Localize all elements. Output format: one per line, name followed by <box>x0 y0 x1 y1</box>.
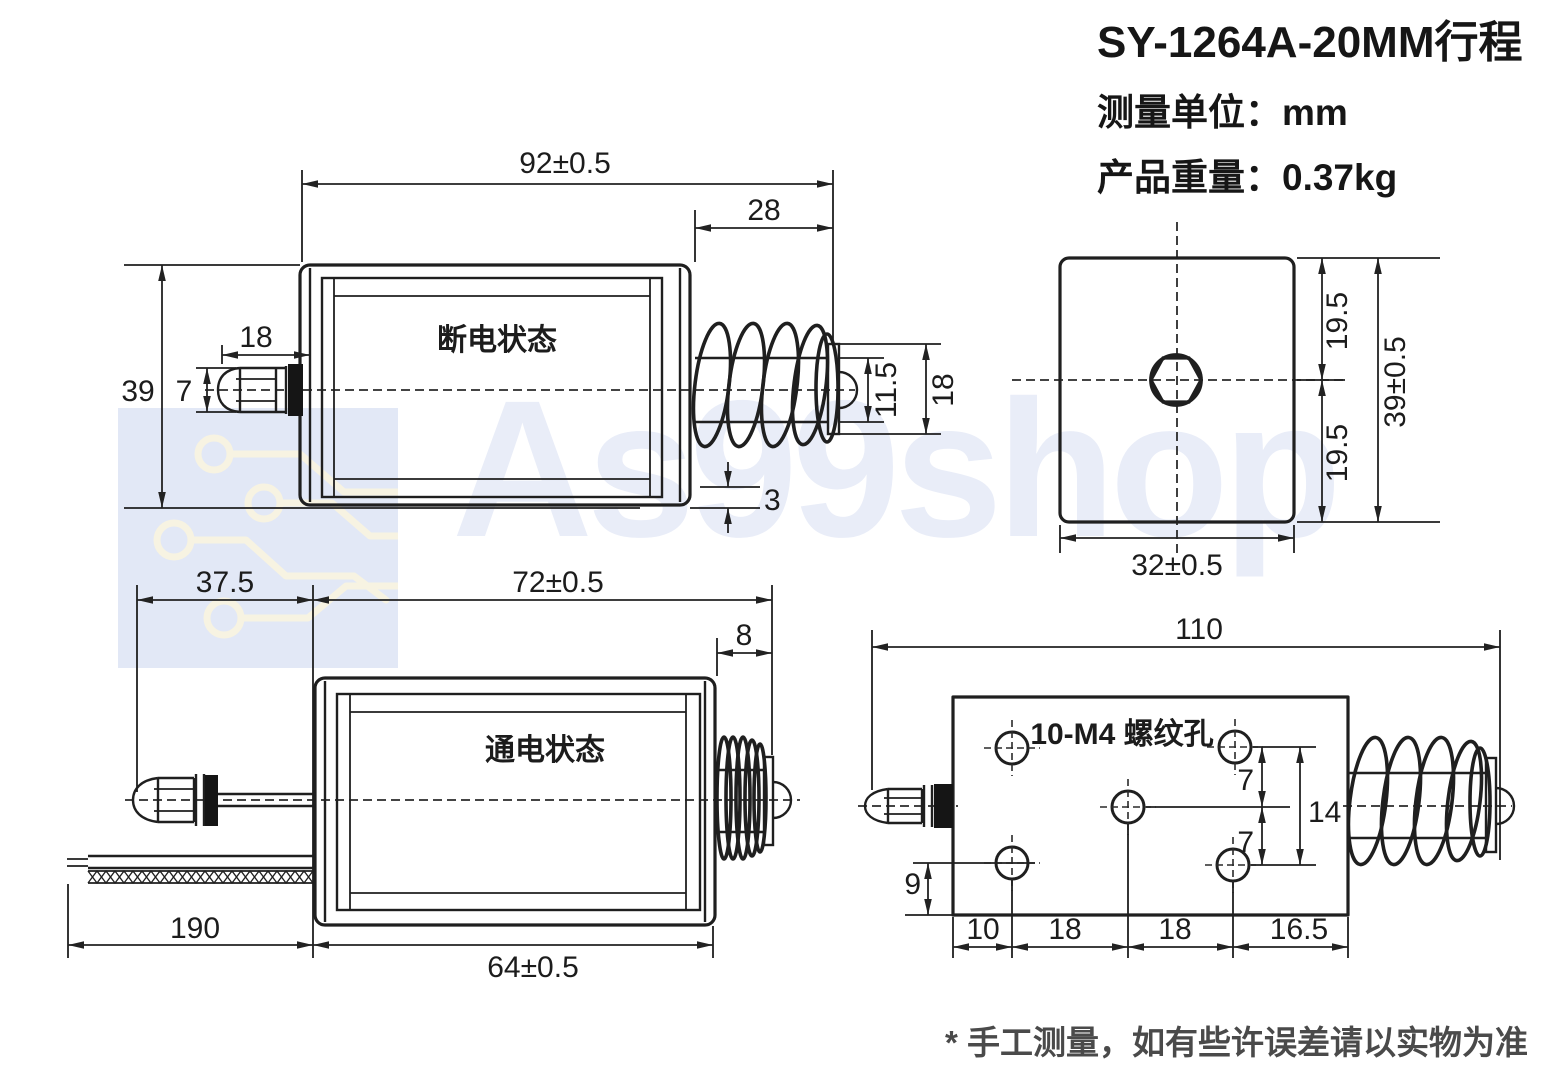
state-label: 通电状态 <box>485 734 605 767</box>
dim-width: 32±0.5 <box>1131 549 1223 582</box>
solenoid-frame <box>313 676 717 927</box>
plunger-dome <box>863 787 889 825</box>
spring-coil <box>1379 735 1423 867</box>
threaded-hole <box>984 720 1040 776</box>
plunger-lines <box>884 797 922 815</box>
coil-bobbin <box>320 276 664 499</box>
view-front: 19.5 19.5 39±0.5 32±0.5 <box>1012 222 1440 582</box>
extension-line <box>196 367 236 413</box>
extension-line <box>952 824 1349 958</box>
extension-line <box>1297 257 1440 523</box>
spring-plate <box>762 755 775 847</box>
spring-coil <box>790 323 830 447</box>
dim-rod-diameter: 11.5 <box>870 362 903 418</box>
measurement-note: * 手工测量，如有些许误差请以实物为准 <box>945 1024 1529 1061</box>
hex-hole-icon <box>1149 356 1203 404</box>
dim-height: 39±0.5 <box>1379 336 1412 428</box>
extension-line <box>905 862 1035 916</box>
spring-coil <box>743 738 761 858</box>
spring-coil <box>734 735 752 861</box>
plunger-ring <box>934 784 953 828</box>
plunger-shaft <box>218 792 316 808</box>
view-on-state: 通电状态 37. <box>67 566 800 984</box>
dim-hole-offset-bottom: 7 <box>1237 826 1254 859</box>
spring-coil <box>1468 746 1492 858</box>
dim-seg3: 18 <box>1158 913 1191 946</box>
dim-total-length: 110 <box>1175 613 1223 646</box>
spring-shaft <box>1348 771 1486 840</box>
view-off-state: 断电状态 92±0.5 28 <box>121 147 960 533</box>
spring-coil <box>724 735 742 861</box>
thread-hole-label: 10-M4 螺纹孔 <box>1030 718 1213 751</box>
plunger-lines <box>154 788 194 812</box>
plunger-ring <box>288 364 303 416</box>
plunger-dome <box>216 366 241 414</box>
rod-end-dome <box>1495 786 1516 826</box>
spring-coil <box>715 735 733 861</box>
spring-coil <box>1412 735 1456 867</box>
product-title: SY-1264A-20MM行程 <box>1097 18 1523 67</box>
state-label: 断电状态 <box>437 324 557 357</box>
extension-line <box>840 343 941 435</box>
dim-seg1: 10 <box>966 913 999 946</box>
dim-edge-offset: 9 <box>904 868 921 901</box>
rod-end-dome <box>772 780 793 820</box>
plunger-body <box>156 776 196 824</box>
spring-coil <box>752 742 768 854</box>
dim-seg4: 16.5 <box>1270 913 1328 946</box>
dim-wire-length: 190 <box>170 912 220 945</box>
product-weight-line: 产品重量：0.37kg <box>1097 157 1398 198</box>
wire-braid-hatch <box>87 869 314 885</box>
extension-line <box>690 486 760 509</box>
front-face <box>1058 256 1296 524</box>
dim-seg2: 18 <box>1048 913 1081 946</box>
extension-line <box>124 264 640 509</box>
spring-coil <box>1444 739 1484 863</box>
view-bottom: 10-M4 螺纹孔 <box>858 613 1516 958</box>
dim-base-length: 64±0.5 <box>487 951 579 984</box>
title-block: SY-1264A-20MM行程 测量单位：mm 产品重量：0.37kg <box>1097 6 1522 201</box>
spring-coil <box>759 321 801 449</box>
dim-hole-span: 14 <box>1308 796 1341 829</box>
dim-plate-height: 18 <box>927 373 960 406</box>
plunger-body <box>886 787 924 825</box>
spring-plate <box>1484 756 1498 854</box>
extension-line <box>871 630 1501 860</box>
plunger-ring <box>205 775 218 826</box>
plunger-collar <box>194 774 206 826</box>
plunger-dome <box>131 776 159 824</box>
dim-hole-offset-top: 7 <box>1237 764 1254 797</box>
plunger-lines <box>236 378 276 402</box>
dim-plunger-length: 18 <box>239 321 272 354</box>
dim-spring-compressed: 8 <box>736 619 753 652</box>
dim-plunger-diameter: 7 <box>176 375 193 408</box>
extension-line <box>1146 746 1316 866</box>
dim-center-bottom: 19.5 <box>1321 424 1354 482</box>
rod-end-dome <box>838 370 859 410</box>
wire-leads <box>67 858 88 867</box>
plunger-body <box>238 366 286 414</box>
dim-stroke-extension: 37.5 <box>196 566 254 599</box>
watermark-text: As99shop <box>452 360 1342 578</box>
wire-jacket <box>88 854 316 870</box>
dim-total-length: 92±0.5 <box>519 147 611 180</box>
dim-body-length: 72±0.5 <box>512 566 604 599</box>
dim-flange-thickness: 3 <box>764 484 781 517</box>
coil-bobbin <box>335 692 702 912</box>
dim-center-top: 19.5 <box>1321 292 1354 350</box>
spring-coil <box>1346 735 1390 867</box>
dim-spring-length: 28 <box>747 194 780 227</box>
dim-body-height: 39 <box>121 375 154 408</box>
solenoid-frame <box>298 263 692 507</box>
plunger-collar <box>922 785 934 827</box>
measure-unit-line: 测量单位：mm <box>1097 92 1348 133</box>
